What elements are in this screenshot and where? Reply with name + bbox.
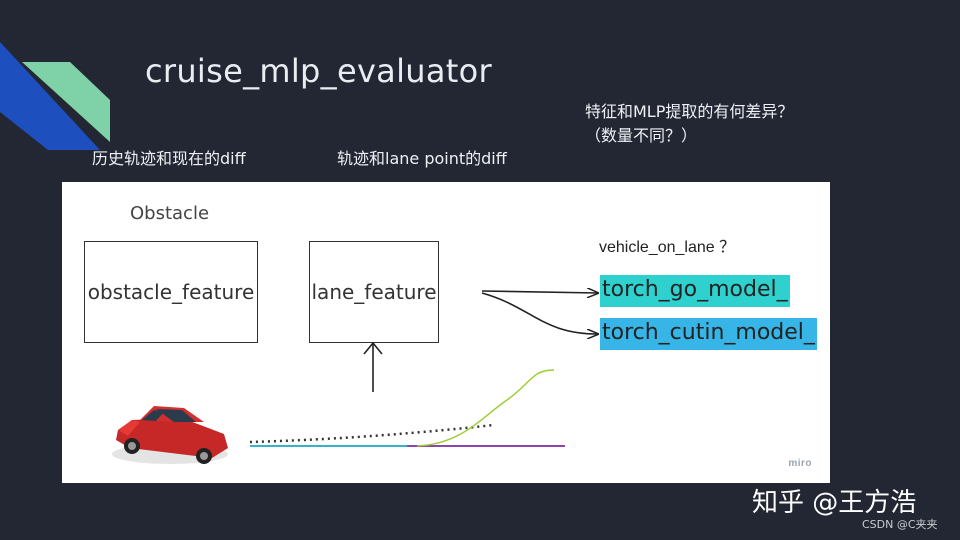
obstacle-label: Obstacle (130, 203, 210, 224)
caption-history-diff: 历史轨迹和现在的diff (92, 149, 246, 168)
diagram-graphics (112, 182, 830, 464)
lane-feature-box: lane_feature (309, 241, 439, 343)
caption-feature-question-line2: （数量不同？） (585, 126, 698, 145)
up-arrow (363, 341, 383, 392)
torch-cutin-model-label: torch_cutin_model_ (600, 318, 817, 350)
obstacle-feature-box: obstacle_feature (84, 241, 258, 343)
trajectory-curve (416, 369, 555, 447)
diagram-panel: Obstacle obstacle_feature lane_feature v… (62, 182, 830, 483)
slide-title: cruise_mlp_evaluator (145, 52, 492, 90)
caption-feature-question-line1: 特征和MLP提取的有何差异？ (585, 102, 794, 121)
caption-feature-question: 特征和MLP提取的有何差异？ （数量不同？） (585, 100, 793, 148)
caption-lane-point-diff: 轨迹和lane point的diff (337, 149, 507, 168)
arrow-to-go-model (481, 291, 598, 293)
torch-go-model-label: torch_go_model_ (600, 275, 790, 307)
zhihu-watermark: 知乎 @王方浩 (752, 488, 917, 518)
vehicle-on-lane-question: vehicle_on_lane ？ (599, 239, 736, 256)
arrow-to-cutin-model (481, 292, 598, 334)
history-trajectory-dotted (249, 423, 495, 444)
car-illustration (112, 406, 228, 464)
miro-logo: miro (788, 458, 812, 469)
csdn-watermark: CSDN @C夹夹 (862, 518, 938, 531)
corner-decoration (0, 42, 110, 150)
